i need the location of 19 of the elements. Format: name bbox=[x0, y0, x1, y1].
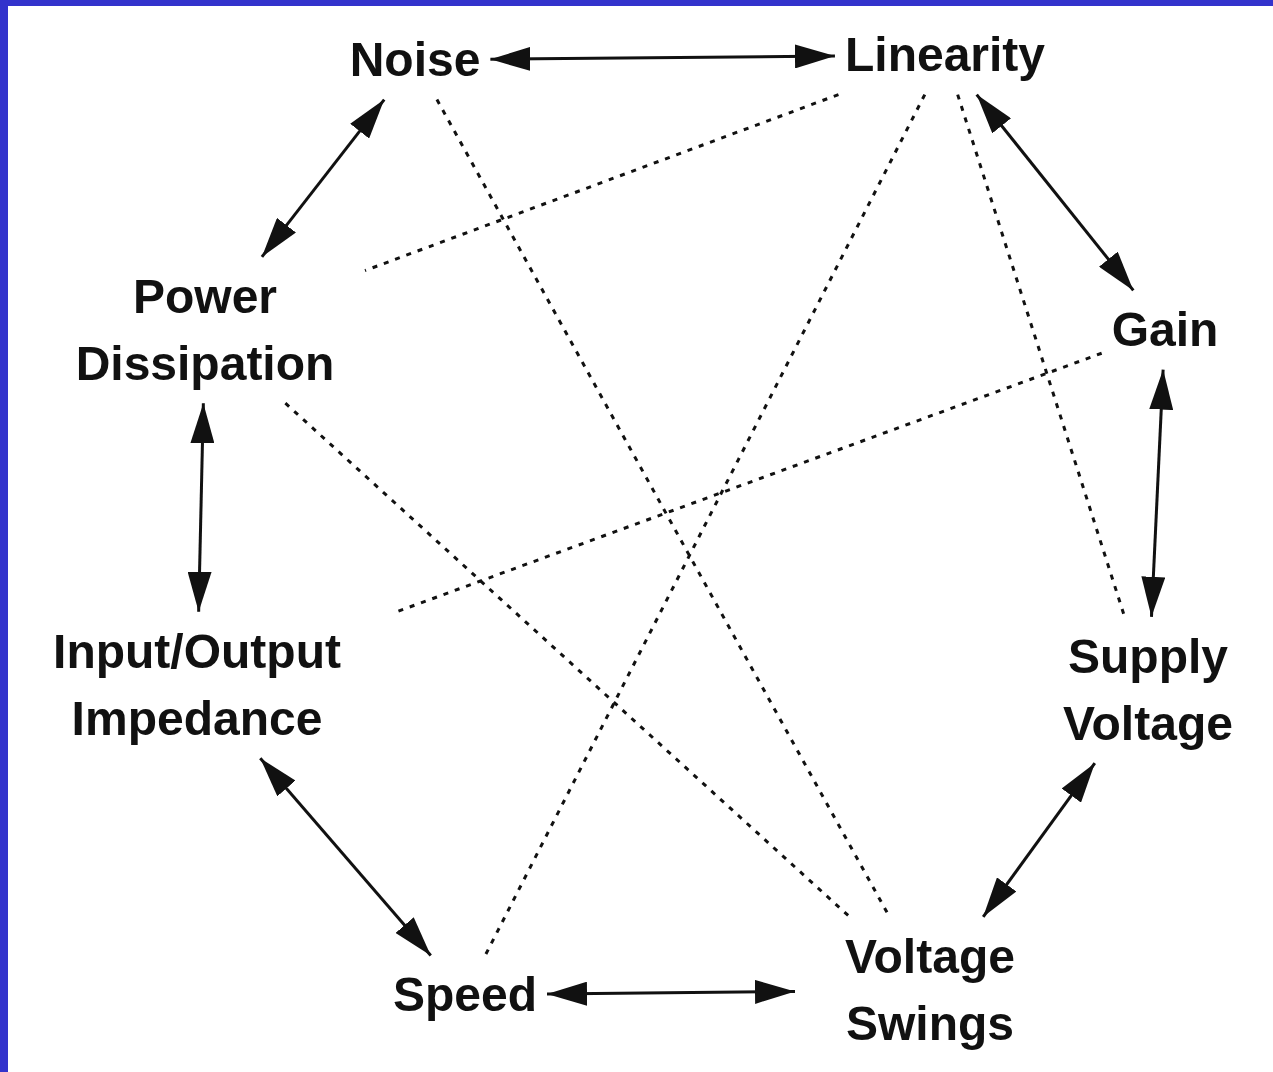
double-arrow bbox=[1141, 369, 1174, 617]
double-arrow bbox=[975, 93, 1135, 292]
node-label: Speed bbox=[393, 967, 537, 1024]
double-arrow bbox=[259, 757, 432, 957]
node-label: Supply Voltage bbox=[1062, 628, 1234, 752]
dashed-line bbox=[483, 93, 927, 957]
dashed-line bbox=[284, 402, 851, 918]
double-arrow bbox=[981, 762, 1097, 918]
node-label: Power Dissipation bbox=[74, 268, 336, 392]
double-arrow bbox=[490, 44, 835, 71]
node-label: Linearity bbox=[844, 27, 1046, 84]
dashed-line bbox=[364, 93, 839, 272]
node-label: Gain bbox=[1111, 302, 1219, 359]
node-label: Noise bbox=[349, 32, 481, 89]
node-label: Voltage Swings bbox=[844, 928, 1016, 1052]
double-arrow bbox=[547, 979, 795, 1006]
double-arrow bbox=[260, 98, 386, 258]
node-label: Input/Output Impedance bbox=[52, 623, 342, 747]
double-arrow bbox=[187, 403, 215, 612]
